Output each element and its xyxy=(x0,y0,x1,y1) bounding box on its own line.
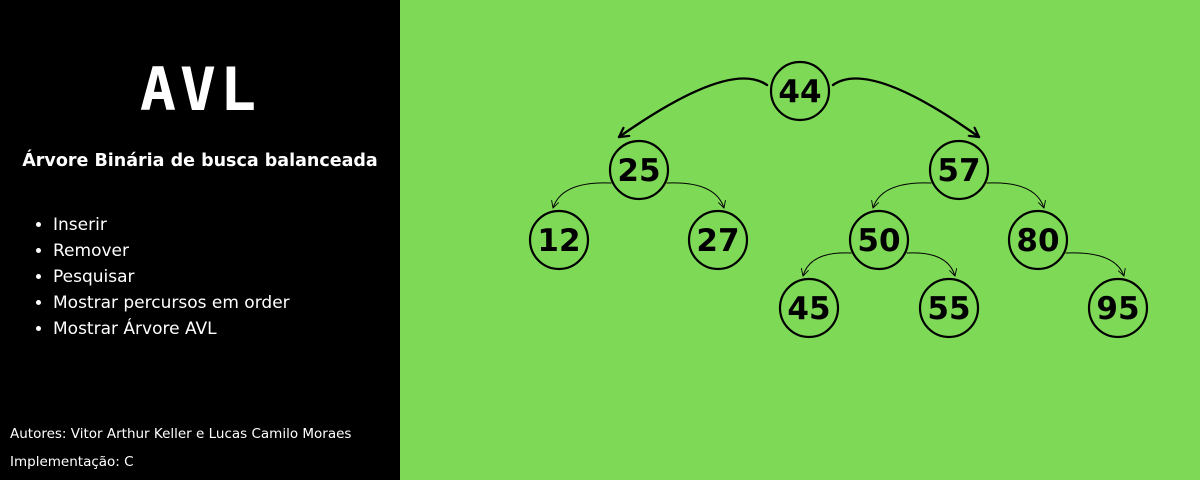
node-circle-45 xyxy=(778,277,840,339)
node-label-57: 57 xyxy=(937,153,980,189)
node-label-27: 27 xyxy=(696,223,739,259)
tree-node-27: 27 xyxy=(687,209,749,271)
avl-logo: AVL xyxy=(139,55,261,125)
node-label-80: 80 xyxy=(1016,223,1059,259)
node-circle-57 xyxy=(928,139,990,201)
edge-44-57 xyxy=(831,77,981,139)
node-circle-50 xyxy=(848,209,910,271)
tree-node-55: 55 xyxy=(918,277,980,339)
tree-node-45: 45 xyxy=(778,277,840,339)
implementation-text: Implementação: C xyxy=(10,454,134,470)
node-circle-95 xyxy=(1087,277,1149,339)
feature-list: Inserir Remover Pesquisar Mostrar percur… xyxy=(34,212,290,342)
tree-node-25: 25 xyxy=(608,139,670,201)
node-circle-12 xyxy=(528,209,590,271)
tree-node-57: 57 xyxy=(928,139,990,201)
edge-57-50 xyxy=(871,182,932,209)
feature-item-remover: Remover xyxy=(53,238,290,264)
info-panel: AVL Árvore Binária de busca balanceada I… xyxy=(0,0,400,480)
node-label-44: 44 xyxy=(778,74,821,110)
feature-item-inserir: Inserir xyxy=(53,212,290,238)
edge-44-25 xyxy=(617,77,769,139)
edge-25-27 xyxy=(666,182,726,209)
node-circle-55 xyxy=(918,277,980,339)
avl-tree-diagram: 44 25 57 12 27 50 80 45 55 95 xyxy=(528,60,1149,339)
edge-57-80 xyxy=(986,182,1046,209)
edge-25-12 xyxy=(551,182,612,209)
subtitle: Árvore Binária de busca balanceada xyxy=(22,151,378,171)
node-label-45: 45 xyxy=(787,291,830,327)
tree-node-12: 12 xyxy=(528,209,590,271)
edge-80-95 xyxy=(1065,252,1126,277)
node-circle-25 xyxy=(608,139,670,201)
tree-node-95: 95 xyxy=(1087,277,1149,339)
node-label-55: 55 xyxy=(927,291,970,327)
tree-diagram-panel: 44 25 57 12 27 50 80 45 55 95 xyxy=(400,0,1200,480)
node-circle-80 xyxy=(1007,209,1069,271)
feature-item-percursos: Mostrar percursos em order xyxy=(53,290,290,316)
node-label-50: 50 xyxy=(857,223,900,259)
tree-node-44: 44 xyxy=(769,60,831,122)
node-circle-27 xyxy=(687,209,749,271)
node-label-25: 25 xyxy=(617,153,660,189)
authors-text: Autores: Vitor Arthur Keller e Lucas Cam… xyxy=(10,426,352,442)
edge-50-55 xyxy=(906,252,958,277)
node-circle-44 xyxy=(769,60,831,122)
feature-item-mostrar-arvore: Mostrar Árvore AVL xyxy=(53,316,290,342)
node-label-12: 12 xyxy=(537,223,580,259)
feature-item-pesquisar: Pesquisar xyxy=(53,264,290,290)
node-label-95: 95 xyxy=(1096,291,1139,327)
tree-node-80: 80 xyxy=(1007,209,1069,271)
edge-50-45 xyxy=(800,252,852,277)
tree-node-50: 50 xyxy=(848,209,910,271)
